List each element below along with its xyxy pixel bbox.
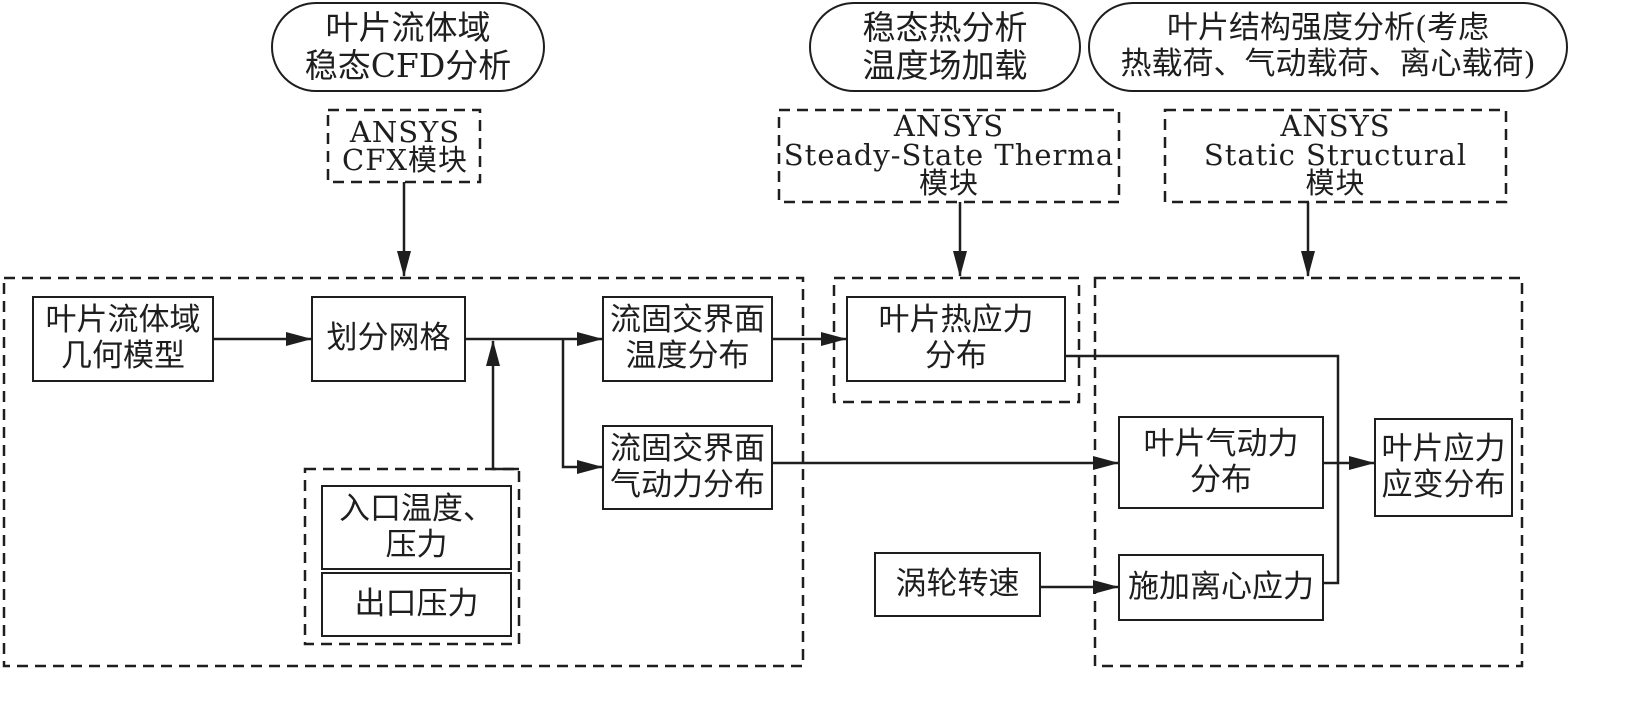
stage-pill-structural: 叶片结构强度分析(考虑 热载荷、气动载荷、离心载荷) bbox=[1088, 2, 1568, 92]
module-frame-struct bbox=[1163, 108, 1508, 204]
module-line: ANSYS bbox=[349, 114, 461, 149]
node-text: 分布 bbox=[1190, 461, 1252, 498]
node-text: 温度分布 bbox=[625, 338, 750, 374]
arrow-inputs-to-mesh bbox=[486, 340, 519, 471]
module-label-struct: ANSYS Static Structural 模块 bbox=[1165, 108, 1506, 202]
node-text: 叶片气动力 bbox=[1143, 425, 1299, 462]
module-line: 模块 bbox=[918, 166, 979, 201]
stage-title-line: 叶片流体域 bbox=[325, 8, 491, 48]
node-text: 压力 bbox=[385, 526, 448, 563]
node-text: 几何模型 bbox=[61, 338, 185, 374]
node-fsi-temp: 流固交界面 温度分布 bbox=[602, 296, 773, 382]
node-mesh: 划分网格 bbox=[311, 296, 466, 382]
node-text: 入口温度、 bbox=[339, 490, 494, 527]
node-text: 叶片流体域 bbox=[45, 302, 201, 339]
node-text: 气动力分布 bbox=[610, 466, 765, 503]
module-line: Static Structural bbox=[1203, 137, 1468, 172]
module-frame-cfx bbox=[326, 108, 482, 184]
module-line: CFX模块 bbox=[342, 143, 468, 177]
module-line: Steady-State Therma bbox=[783, 137, 1115, 172]
node-text: 分布 bbox=[925, 338, 987, 374]
stage-title-line: 叶片结构强度分析(考虑 bbox=[1166, 10, 1490, 47]
node-thermal-stress: 叶片热应力 分布 bbox=[846, 296, 1066, 382]
structural-group-frame bbox=[1093, 276, 1524, 668]
stage-title-line: 热载荷、气动载荷、离心载荷) bbox=[1120, 46, 1536, 82]
stage-pill-cfd: 叶片流体域 稳态CFD分析 bbox=[271, 2, 545, 92]
module-frame-therm bbox=[777, 108, 1121, 204]
node-aero-force: 叶片气动力 分布 bbox=[1118, 416, 1324, 509]
module-line: ANSYS bbox=[893, 109, 1005, 144]
stage-pill-thermal: 稳态热分析 温度场加载 bbox=[809, 2, 1081, 92]
module-line: ANSYS bbox=[1280, 109, 1391, 144]
stage-title-line: 稳态热分析 bbox=[862, 8, 1028, 48]
node-centrifugal: 施加离心应力 bbox=[1118, 554, 1324, 621]
node-geometry: 叶片流体域 几何模型 bbox=[32, 296, 214, 382]
node-text: 应变分布 bbox=[1381, 466, 1506, 503]
node-text: 划分网格 bbox=[326, 320, 451, 357]
node-text: 流固交界面 bbox=[610, 430, 765, 467]
stage-title-line: 稳态CFD分析 bbox=[304, 46, 512, 85]
node-fsi-aero: 流固交界面 气动力分布 bbox=[602, 425, 773, 510]
module-label-therm: ANSYS Steady-State Therma 模块 bbox=[779, 108, 1119, 202]
node-text: 叶片应力 bbox=[1381, 430, 1506, 467]
node-text: 流固交界面 bbox=[610, 302, 765, 339]
module-line: 模块 bbox=[1305, 166, 1366, 201]
wire-thermal-stress-to-bus bbox=[1065, 354, 1340, 585]
node-text: 叶片热应力 bbox=[878, 302, 1034, 339]
cfd-group-frame bbox=[2, 276, 805, 668]
node-text: 施加离心应力 bbox=[1128, 568, 1314, 605]
stage-title-line: 温度场加载 bbox=[862, 46, 1028, 85]
node-outlet-pressure: 出口压力 bbox=[321, 572, 512, 637]
node-turbine-speed: 涡轮转速 bbox=[874, 552, 1041, 617]
node-stress-strain-result: 叶片应力 应变分布 bbox=[1374, 418, 1513, 517]
arrow-mesh-to-fsi-aero bbox=[561, 339, 603, 474]
module-label-cfx: ANSYS CFX模块 bbox=[330, 110, 480, 182]
node-text: 涡轮转速 bbox=[895, 565, 1020, 602]
node-inlet-conditions: 入口温度、 压力 bbox=[321, 485, 512, 570]
boundary-inputs-frame bbox=[303, 467, 521, 646]
node-text: 出口压力 bbox=[354, 585, 479, 622]
